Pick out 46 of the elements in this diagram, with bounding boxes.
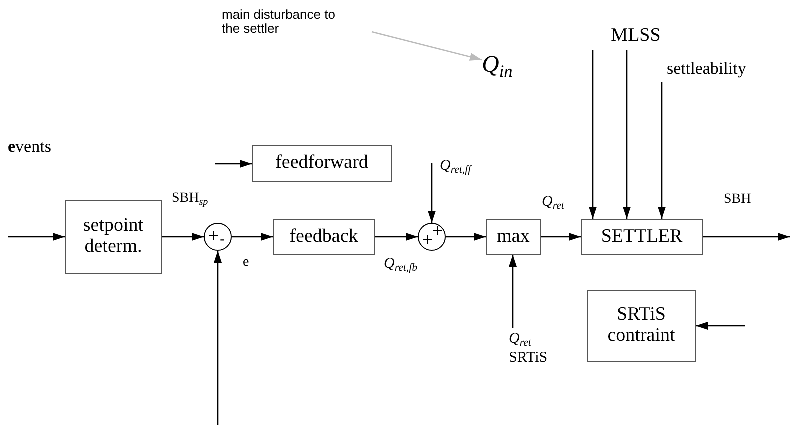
block xyxy=(273,219,375,255)
block-text: max xyxy=(497,226,530,248)
block-text: feedforward xyxy=(276,153,368,174)
block-text: setpoint determ. xyxy=(82,216,145,258)
arrow xyxy=(162,233,204,241)
signal-text: main disturbance to the settler xyxy=(222,8,336,36)
arrow xyxy=(428,163,436,223)
sign-text: - xyxy=(220,233,226,247)
arrow xyxy=(215,160,252,168)
arrow xyxy=(541,233,581,241)
signal-label: Q$_{ret,fb}$ xyxy=(384,256,418,276)
arrow xyxy=(703,233,790,241)
sign-text: + xyxy=(208,229,220,243)
signal-text: MLSS xyxy=(611,26,661,46)
arrow xyxy=(232,233,273,241)
signal-label: Q$_{ret}$ xyxy=(542,194,564,214)
block-text: SRTiS contraint xyxy=(606,305,676,347)
arrow xyxy=(658,82,666,219)
arrow xyxy=(8,233,65,241)
block xyxy=(486,219,541,255)
signal-label: SBH$_{sp}$ xyxy=(172,191,208,208)
sign-text: + xyxy=(422,233,434,247)
block xyxy=(581,219,703,255)
sign-text: + xyxy=(432,224,444,238)
signal-label: Q$_{ret,ff}$ xyxy=(440,158,472,178)
signal-text: settleability xyxy=(667,60,746,78)
arrow xyxy=(372,31,482,61)
block xyxy=(65,200,162,274)
signal-label: events xyxy=(8,138,52,157)
summing-junction xyxy=(418,223,446,251)
arrow xyxy=(446,233,486,241)
arrow xyxy=(214,251,222,425)
signal-label: e xyxy=(243,255,250,270)
signal-label: SBH xyxy=(724,192,752,208)
block-text: SETTLER xyxy=(601,226,683,248)
arrow xyxy=(509,255,517,328)
arrow xyxy=(589,50,597,219)
arrow xyxy=(375,233,418,241)
signal-text: Q$_{ret}$ SRTiS xyxy=(509,331,549,367)
block-text: feedback xyxy=(290,226,358,248)
arrow xyxy=(623,50,631,219)
block xyxy=(587,290,696,362)
summing-junction xyxy=(204,223,232,251)
block xyxy=(252,145,392,182)
arrow xyxy=(696,322,745,330)
signal-text: Q$_{in}$ xyxy=(482,52,513,82)
